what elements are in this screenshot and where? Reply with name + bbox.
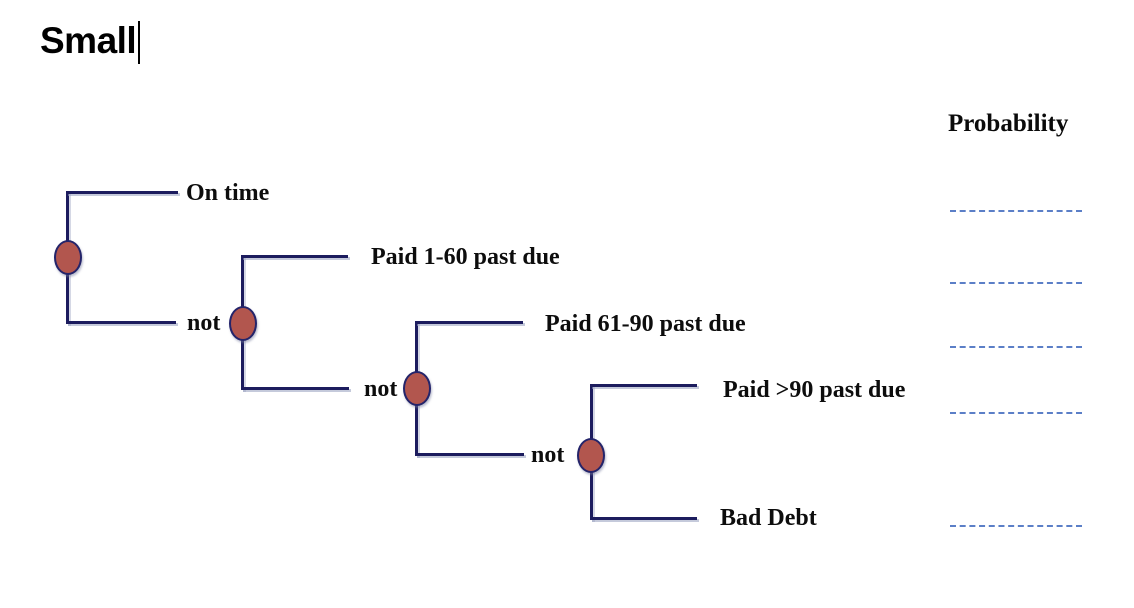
branch-line [415,453,524,456]
text-cursor [138,21,141,64]
not-label: not [531,442,565,468]
outcome-label-on-time: On time [186,180,270,206]
chance-node[interactable] [54,240,82,275]
probability-blank[interactable] [950,412,1082,414]
outcome-label-paid-over-90: Paid >90 past due [723,377,906,403]
slide-title[interactable]: Small [40,18,141,64]
chance-node[interactable] [577,438,605,473]
branch-line [415,321,523,324]
chance-node[interactable] [229,306,257,341]
branch-line [66,321,176,324]
branch-line [241,255,348,258]
branch-line [241,387,349,390]
branch-line [66,191,178,194]
probability-header: Probability [948,110,1069,137]
probability-blank[interactable] [950,210,1082,212]
outcome-label-paid-1-60: Paid 1-60 past due [371,244,560,270]
slide-title-text[interactable]: Small [40,20,137,61]
outcome-label-bad-debt: Bad Debt [720,505,817,531]
chance-node[interactable] [403,371,431,406]
not-label: not [187,310,221,336]
outcome-label-paid-61-90: Paid 61-90 past due [545,311,746,337]
probability-blank[interactable] [950,346,1082,348]
probability-blank[interactable] [950,282,1082,284]
not-label: not [364,376,398,402]
branch-line [590,384,697,387]
branch-line [590,517,697,520]
probability-blank[interactable] [950,525,1082,527]
